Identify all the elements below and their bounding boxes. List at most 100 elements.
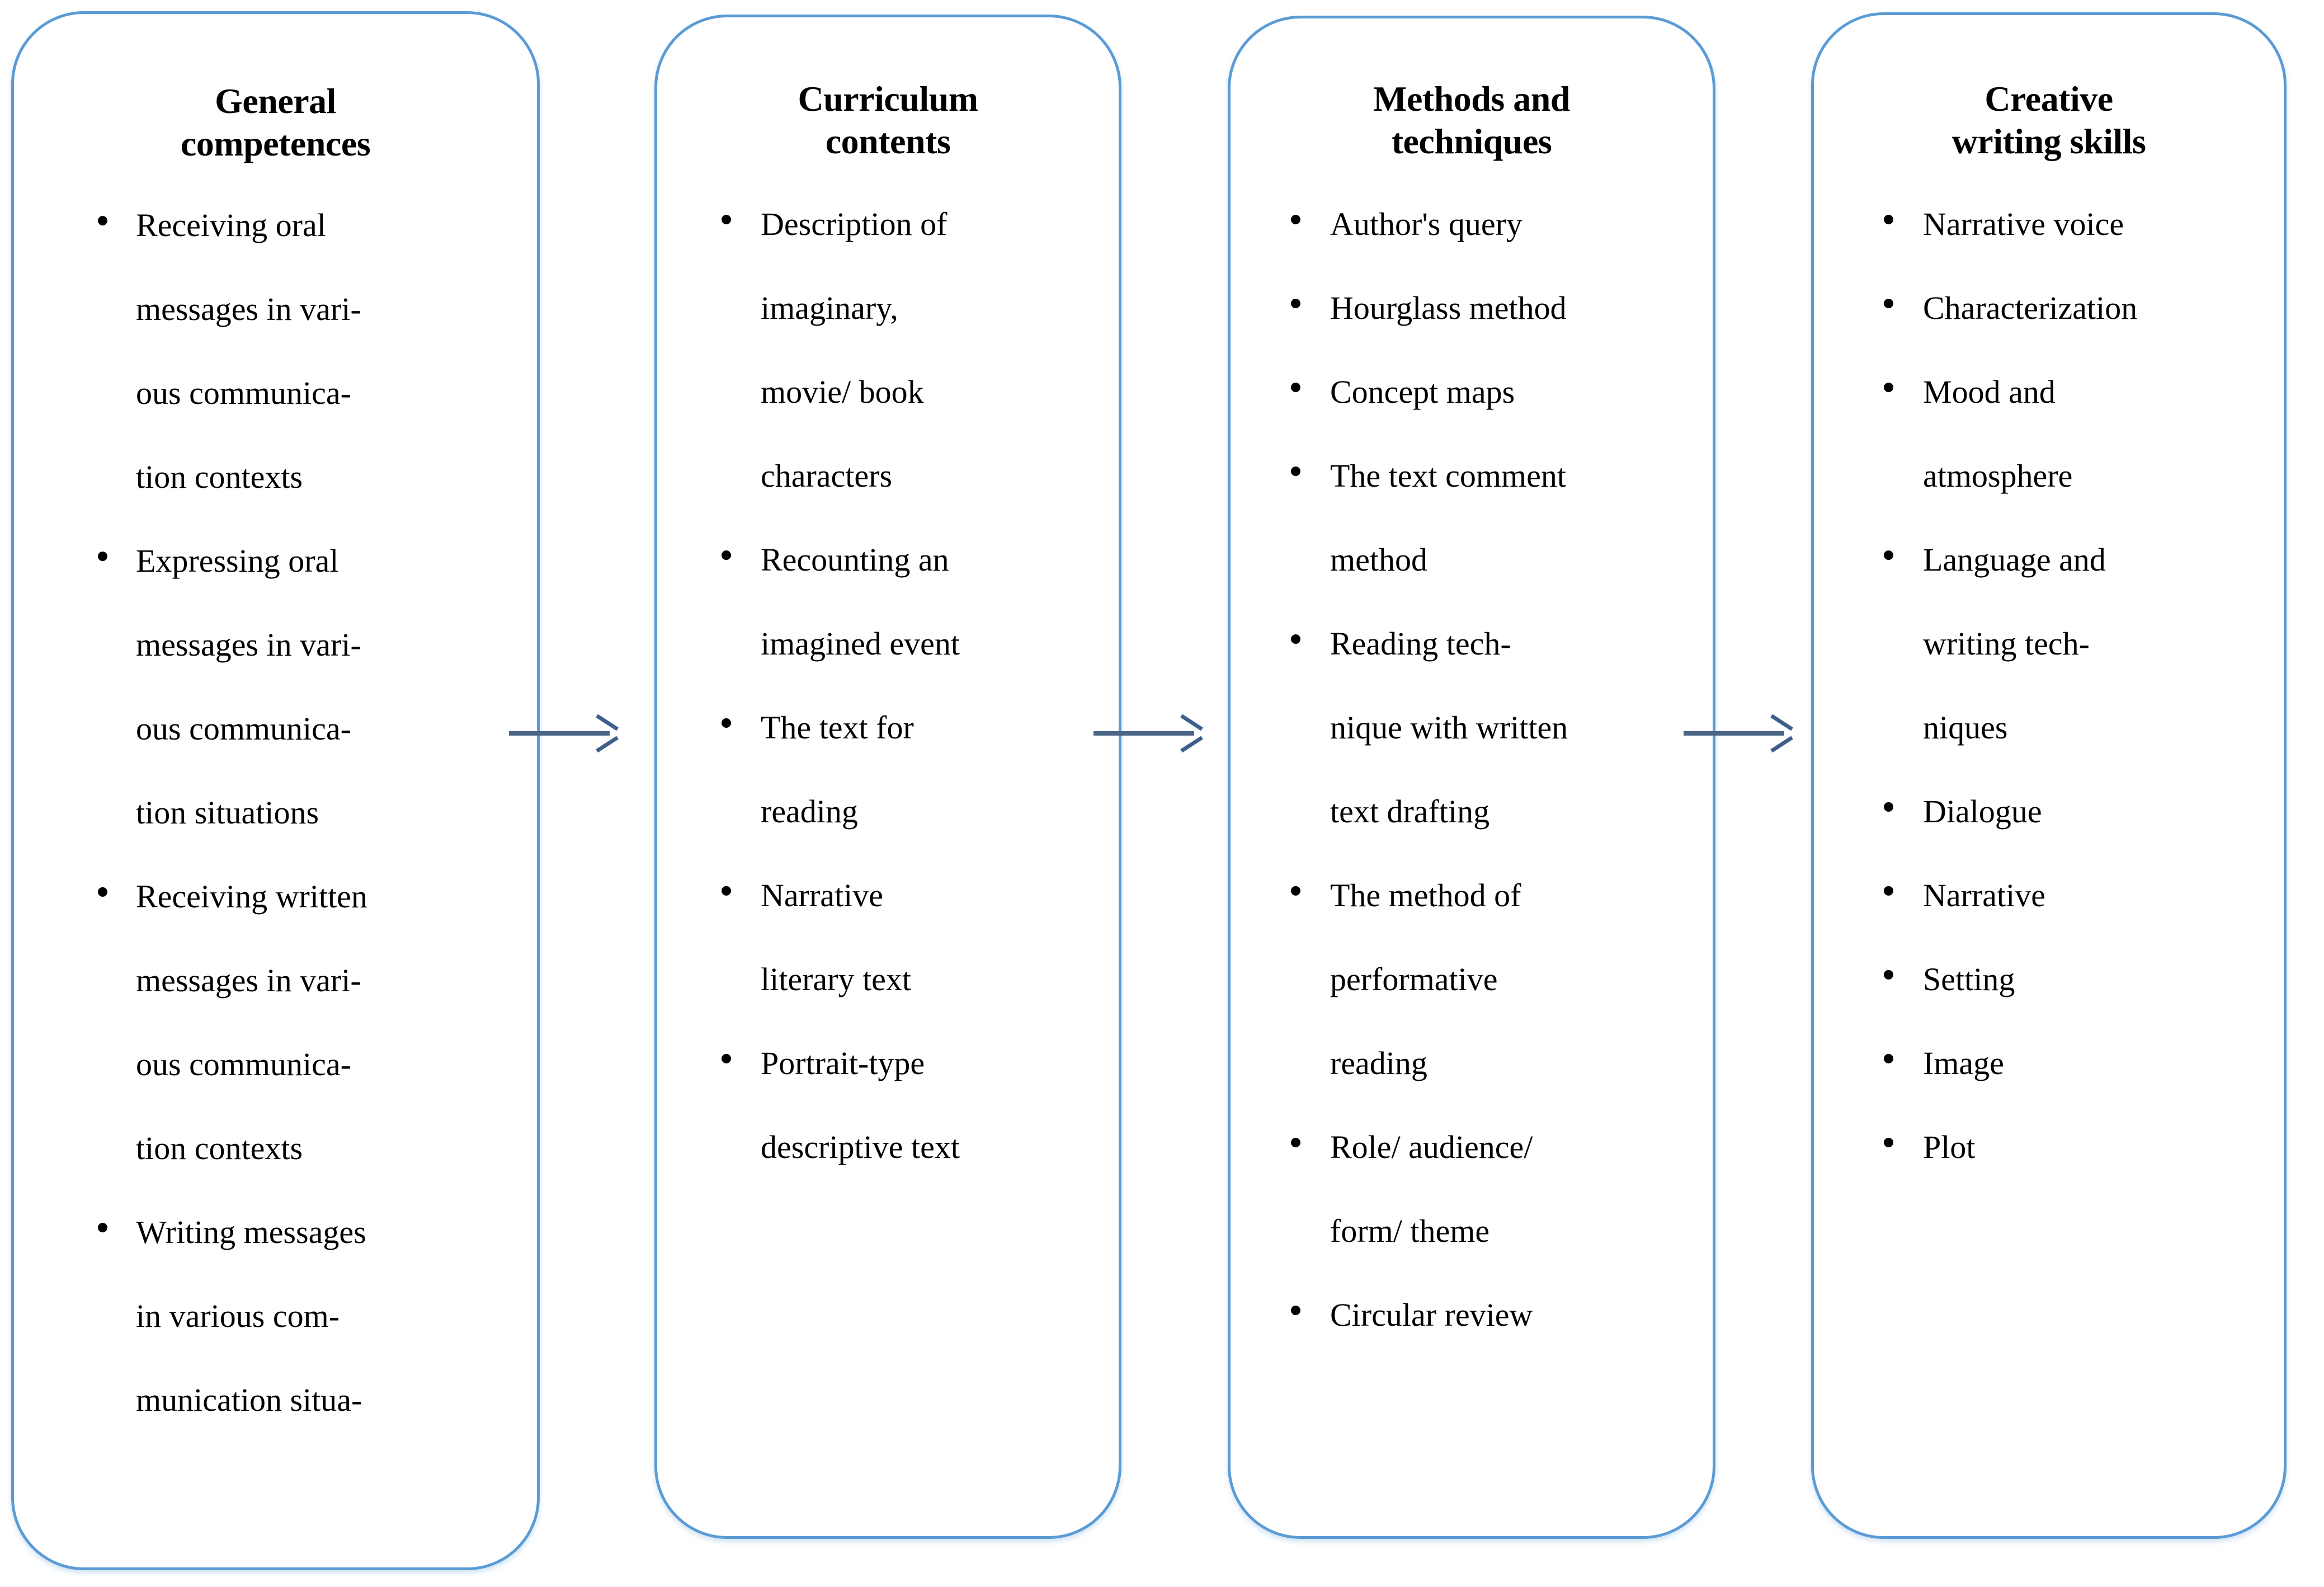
bullet-dot-icon	[98, 216, 107, 226]
list-item: Recounting an imagined event	[722, 518, 1119, 686]
list-item: The text for reading	[722, 686, 1119, 854]
list-item-label: Narrative voice	[1923, 206, 2124, 243]
list-item: Setting	[1884, 938, 2284, 1021]
bullet-dot-icon	[98, 887, 107, 897]
bullet-list-creative-writing-skills: Narrative voice Characterization Mood an…	[1814, 182, 2284, 1189]
list-item: Portrait-type descriptive text	[722, 1021, 1119, 1189]
stage-title-creative-writing-skills: Creative writing skills	[1951, 79, 2146, 161]
list-item: Receiving written messages in vari- ous …	[98, 855, 537, 1190]
list-item-label: Writing messages in various com- municat…	[136, 1214, 366, 1419]
list-item-label: Description of imaginary, movie/ book ch…	[761, 206, 947, 495]
bullet-dot-icon	[98, 1223, 107, 1233]
list-item-label: Role/ audience/ form/ theme	[1330, 1129, 1533, 1250]
list-item: Plot	[1884, 1105, 2284, 1189]
list-item: Receiving oral messages in vari- ous com…	[98, 183, 537, 519]
list-item-label: Circular review	[1330, 1297, 1533, 1334]
list-item: Circular review	[1291, 1273, 1713, 1357]
stage-title-methods-and-techniques: Methods and techniques	[1373, 79, 1570, 161]
stage-title-curriculum-contents: Curriculum contents	[798, 79, 978, 161]
list-item: The text comment method	[1291, 434, 1713, 602]
list-item-label: Author's query	[1330, 206, 1522, 243]
list-item-label: Receiving oral messages in vari- ous com…	[136, 207, 361, 496]
list-item-label: Receiving written messages in vari- ous …	[136, 878, 367, 1167]
list-item: Reading tech- nique with written text dr…	[1291, 602, 1713, 854]
bullet-dot-icon	[1291, 886, 1300, 896]
bullet-dot-icon	[1291, 1138, 1300, 1148]
list-item: Language and writing tech- niques	[1884, 518, 2284, 770]
stage-content: Curriculum contents Description of imagi…	[657, 17, 1119, 1189]
arrow-right-icon-methods-to-skills	[1684, 719, 1804, 747]
list-item: Writing messages in various com- municat…	[98, 1190, 537, 1442]
bullet-dot-icon	[1884, 886, 1893, 896]
list-item: The method of performative reading	[1291, 854, 1713, 1105]
bullet-dot-icon	[1884, 299, 1893, 309]
list-item-label: Reading tech- nique with written text dr…	[1330, 625, 1568, 830]
stage-box-methods-and-techniques: Methods and techniques Author's query Ho…	[1228, 16, 1715, 1539]
bullet-dot-icon	[722, 886, 731, 896]
stage-box-curriculum-contents: Curriculum contents Description of imagi…	[654, 15, 1121, 1539]
arrow-head	[593, 722, 616, 745]
arrow-right-icon-contents-to-methods	[1093, 719, 1214, 747]
bullet-dot-icon	[1884, 215, 1893, 225]
list-item-label: Language and writing tech- niques	[1923, 541, 2106, 746]
list-item: Image	[1884, 1021, 2284, 1105]
bullet-dot-icon	[722, 718, 731, 728]
bullet-list-curriculum-contents: Description of imaginary, movie/ book ch…	[657, 182, 1119, 1189]
bullet-list-general-competences: Receiving oral messages in vari- ous com…	[14, 183, 537, 1442]
list-item-label: Narrative	[1923, 877, 2045, 914]
list-item-label: Hourglass method	[1330, 290, 1567, 327]
list-item-label: Recounting an imagined event	[761, 541, 960, 662]
list-item: Role/ audience/ form/ theme	[1291, 1105, 1713, 1273]
bullet-dot-icon	[722, 1054, 731, 1064]
list-item: Dialogue	[1884, 770, 2284, 854]
bullet-dot-icon	[1884, 550, 1893, 561]
bullet-dot-icon	[1291, 1306, 1300, 1316]
stage-box-general-competences: General competences Receiving oral messa…	[11, 11, 540, 1570]
list-item: Mood and atmosphere	[1884, 350, 2284, 518]
list-item-label: Characterization	[1923, 290, 2138, 327]
stage-box-creative-writing-skills: Creative writing skills Narrative voice …	[1811, 12, 2287, 1539]
bullet-dot-icon	[1291, 634, 1300, 644]
bullet-dot-icon	[1884, 802, 1893, 812]
bullet-dot-icon	[1291, 299, 1300, 309]
stage-content: Methods and techniques Author's query Ho…	[1231, 18, 1713, 1357]
list-item-label: The text comment method	[1330, 458, 1566, 578]
list-item: Expressing oral messages in vari- ous co…	[98, 519, 537, 855]
arrow-head	[1177, 722, 1201, 745]
arrow-shaft	[1093, 731, 1194, 736]
list-item: Narrative voice	[1884, 182, 2284, 266]
bullet-dot-icon	[722, 215, 731, 225]
arrow-shaft	[1684, 731, 1784, 736]
bullet-list-methods-and-techniques: Author's query Hourglass method Concept …	[1231, 182, 1713, 1357]
stage-content: General competences Receiving oral messa…	[14, 14, 537, 1442]
bullet-dot-icon	[1884, 1138, 1893, 1148]
list-item-label: Dialogue	[1923, 793, 2042, 830]
arrow-shaft	[509, 731, 610, 736]
list-item: Description of imaginary, movie/ book ch…	[722, 182, 1119, 518]
list-item: Hourglass method	[1291, 266, 1713, 350]
bullet-dot-icon	[98, 552, 107, 562]
bullet-dot-icon	[722, 550, 731, 561]
list-item-label: Setting	[1923, 961, 2015, 998]
bullet-dot-icon	[1884, 970, 1893, 980]
list-item: Characterization	[1884, 266, 2284, 350]
list-item-label: Concept maps	[1330, 374, 1515, 411]
list-item-label: The text for reading	[761, 709, 914, 830]
list-item-label: The method of performative reading	[1330, 877, 1521, 1082]
bullet-dot-icon	[1291, 215, 1300, 225]
list-item-label: Expressing oral messages in vari- ous co…	[136, 543, 361, 831]
arrow-right-icon-competences-to-contents	[509, 719, 629, 747]
bullet-dot-icon	[1291, 383, 1300, 393]
list-item-label: Narrative literary text	[761, 877, 911, 998]
list-item: Concept maps	[1291, 350, 1713, 434]
list-item: Narrative literary text	[722, 854, 1119, 1021]
list-item-label: Mood and atmosphere	[1923, 374, 2073, 495]
bullet-dot-icon	[1884, 1054, 1893, 1064]
stage-title-general-competences: General competences	[180, 81, 371, 163]
list-item-label: Plot	[1923, 1129, 1976, 1166]
list-item: Author's query	[1291, 182, 1713, 266]
list-item-label: Portrait-type descriptive text	[761, 1045, 960, 1166]
arrow-head	[1767, 722, 1791, 745]
bullet-dot-icon	[1884, 383, 1893, 393]
